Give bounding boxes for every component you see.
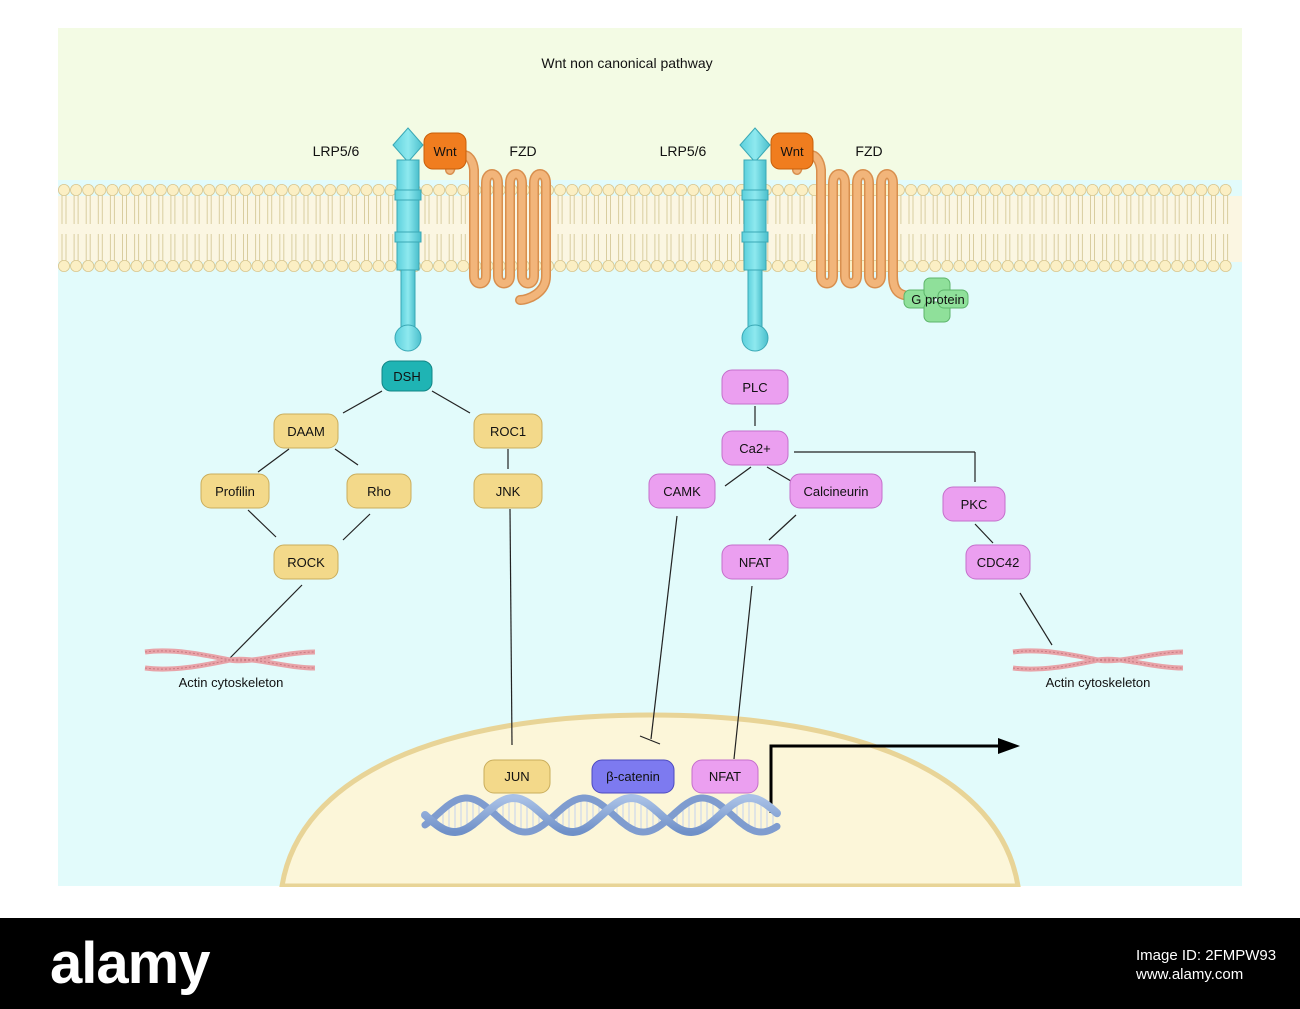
wnt-label-right: Wnt xyxy=(780,144,804,159)
svg-text:ROC1: ROC1 xyxy=(490,424,526,439)
cell-membrane xyxy=(58,183,1242,272)
node-cdc42: CDC42 xyxy=(965,544,1031,580)
actin-filament-left xyxy=(144,648,316,672)
g-protein-label: G protein xyxy=(911,292,964,307)
svg-text:PKC: PKC xyxy=(961,497,988,512)
svg-text:β-catenin: β-catenin xyxy=(606,769,660,784)
dna-helix xyxy=(421,793,781,837)
image-id-text: Image ID: 2FMPW93 xyxy=(1136,947,1277,964)
fzd-receptor-right xyxy=(793,151,916,300)
svg-text:Ca2+: Ca2+ xyxy=(739,441,770,456)
svg-text:JUN: JUN xyxy=(504,769,529,784)
svg-text:CAMK: CAMK xyxy=(663,484,701,499)
node-roc1: ROC1 xyxy=(473,413,543,449)
svg-text:NFAT: NFAT xyxy=(739,555,771,570)
g-protein xyxy=(903,277,969,323)
svg-text:Calcineurin: Calcineurin xyxy=(803,484,868,499)
node-beta-catenin: β-catenin xyxy=(591,759,675,794)
fzd-label-right: FZD xyxy=(855,143,882,159)
svg-text:CDC42: CDC42 xyxy=(977,555,1020,570)
node-rock: ROCK xyxy=(273,544,339,580)
node-rho: Rho xyxy=(346,473,412,509)
svg-text:JNK: JNK xyxy=(496,484,521,499)
wnt-ligand-right xyxy=(770,132,814,170)
fzd-label-left: FZD xyxy=(509,143,536,159)
actin-filament-right xyxy=(1012,648,1184,672)
svg-text:NFAT: NFAT xyxy=(709,769,741,784)
lrp-label-right: LRP5/6 xyxy=(660,143,707,159)
transcription-arrowhead xyxy=(998,738,1020,754)
actin-label-right: Actin cytoskeleton xyxy=(1046,675,1151,690)
svg-text:ROCK: ROCK xyxy=(287,555,325,570)
image-code: Image ID: 2FMPW93 www.alamy.com xyxy=(1136,946,1276,984)
lrp-label-left: LRP5/6 xyxy=(313,143,360,159)
node-nfat: NFAT xyxy=(721,544,789,580)
lrp-receptor-left xyxy=(392,127,424,352)
node-camk: CAMK xyxy=(648,473,716,509)
node-plc: PLC xyxy=(721,369,789,405)
fzd-receptor-left xyxy=(446,151,550,304)
node-daam: DAAM xyxy=(273,413,339,449)
svg-text:PLC: PLC xyxy=(742,380,767,395)
node-calcineurin: Calcineurin xyxy=(789,473,883,509)
node-jun: JUN xyxy=(483,759,551,794)
node-pkc: PKC xyxy=(942,486,1006,522)
svg-text:DSH: DSH xyxy=(393,369,420,384)
node-dsh: DSH xyxy=(381,360,433,392)
transcription-arrow xyxy=(769,744,1000,813)
svg-text:DAAM: DAAM xyxy=(287,424,325,439)
footer-bar: alamy Image ID: 2FMPW93 www.alamy.com xyxy=(0,918,1300,1009)
svg-text:Rho: Rho xyxy=(367,484,391,499)
wnt-label-left: Wnt xyxy=(433,144,457,159)
pathway-diagram: Wnt non canonical pathway LRP5/6 FZD LRP… xyxy=(58,28,1242,918)
nucleus-mask xyxy=(270,887,1030,918)
node-profilin: Profilin xyxy=(200,473,270,509)
node-jnk: JNK xyxy=(473,473,543,509)
lrp-receptor-right xyxy=(739,127,771,352)
site-url: www.alamy.com xyxy=(1136,966,1244,983)
svg-text:Profilin: Profilin xyxy=(215,484,255,499)
diagram-title: Wnt non canonical pathway xyxy=(541,55,712,71)
nucleus xyxy=(279,712,1021,889)
brand-logo: alamy xyxy=(50,931,210,996)
wnt-ligand-left xyxy=(423,132,467,170)
node-ca2: Ca2+ xyxy=(721,430,789,466)
actin-label-left: Actin cytoskeleton xyxy=(179,675,284,690)
node-nfat-nucleus: NFAT xyxy=(691,759,759,794)
